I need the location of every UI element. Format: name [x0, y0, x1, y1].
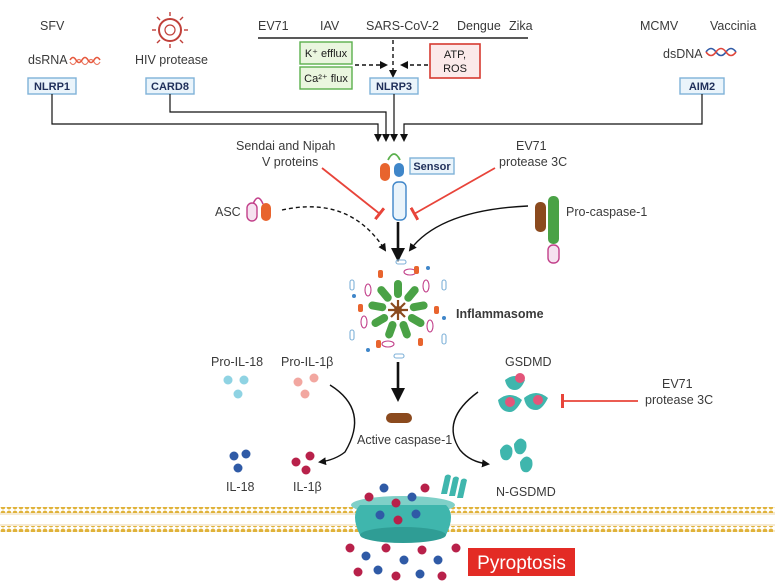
active-caspase-icon	[386, 413, 412, 423]
asc-to-inflammasome-arrow	[281, 206, 387, 252]
pro-il18-icon	[223, 375, 249, 399]
dsdna-label: dsDNA	[663, 47, 703, 61]
ca-flux-box: Ca²⁺ flux	[299, 66, 353, 90]
virus-label-zika: Zika	[509, 19, 533, 33]
asc-protein-icon	[246, 197, 271, 222]
k-efflux-box: K⁺ efflux	[299, 41, 353, 65]
sensor-label-box: Sensor	[409, 157, 455, 175]
virus-label-sars: SARS-CoV-2	[366, 19, 439, 33]
gsdmd-icon	[498, 373, 548, 412]
aim2-connector	[400, 94, 703, 142]
svg-text:CARD8: CARD8	[151, 81, 189, 93]
pro-caspase-icon	[535, 196, 560, 264]
procaspase-to-inflammasome-arrow	[408, 205, 529, 252]
asc-label: ASC	[215, 205, 241, 219]
atp-ros-box: ATP, ROS	[429, 43, 481, 79]
inflammasome-icon	[349, 259, 447, 359]
pro-caspase-label: Pro-caspase-1	[566, 205, 647, 219]
svg-text:Ca²⁺ flux: Ca²⁺ flux	[304, 73, 348, 85]
gsdmd-label: GSDMD	[505, 355, 552, 369]
ev71-top-label-2: protease 3C	[499, 155, 567, 169]
n-gsdmd-label: N-GSDMD	[496, 485, 556, 499]
virus-label-ev71: EV71	[258, 19, 289, 33]
svg-text:Sensor: Sensor	[413, 161, 451, 173]
n-gsdmd-icon	[500, 438, 533, 473]
mcmv-label: MCMV	[640, 19, 679, 33]
nlrp1-connector	[51, 94, 382, 142]
il18-label: IL-18	[226, 480, 255, 494]
released-cytokines	[345, 483, 461, 581]
gsdmd-to-ngsdmd-arrow	[452, 391, 490, 468]
ev71-bot-label-1: EV71	[662, 377, 693, 391]
vaccinia-label: Vaccinia	[710, 19, 756, 33]
pro-il-to-il-arrow	[318, 384, 356, 466]
hiv-virus-icon	[152, 12, 188, 48]
card8-connector	[169, 94, 390, 142]
svg-text:AIM2: AIM2	[689, 81, 715, 93]
svg-text:NLRP1: NLRP1	[34, 81, 70, 93]
inflammasome-label: Inflammasome	[456, 307, 544, 321]
aim2-box: AIM2	[679, 77, 725, 95]
il1b-label: IL-1β	[293, 480, 322, 494]
active-caspase-label: Active caspase-1	[357, 433, 452, 447]
il1b-icon	[291, 451, 315, 475]
sensor-protein-icon	[380, 153, 407, 221]
ev71-top-label-1: EV71	[516, 139, 547, 153]
gsdmd-pore-icon	[351, 474, 467, 543]
il18-icon	[229, 449, 251, 473]
sendai-label-1: Sendai and Nipah	[236, 139, 335, 153]
sendai-inhibit-line	[321, 167, 386, 221]
nlrp3-box: NLRP3	[369, 77, 419, 95]
dsdna-icon	[705, 47, 737, 57]
hiv-protease-label: HIV protease	[135, 53, 208, 67]
dsrna-label: dsRNA	[28, 53, 68, 67]
virus-label-iav: IAV	[320, 19, 340, 33]
svg-text:ROS: ROS	[443, 63, 467, 75]
nlrp1-box: NLRP1	[27, 77, 77, 95]
sfv-label: SFV	[40, 19, 65, 33]
virus-label-dengue: Dengue	[457, 19, 501, 33]
ev71-bot-label-2: protease 3C	[645, 393, 713, 407]
pro-il1b-label: Pro-IL-1β	[281, 355, 333, 369]
svg-text:K⁺ efflux: K⁺ efflux	[305, 48, 348, 60]
pro-il18-label: Pro-IL-18	[211, 355, 263, 369]
dsrna-icon	[69, 56, 101, 64]
card8-box: CARD8	[145, 77, 195, 95]
pyroptosis-box: Pyroptosis	[468, 548, 575, 576]
ev71-top-inhibit-line	[409, 167, 496, 221]
svg-text:ATP,: ATP,	[444, 49, 466, 61]
svg-text:Pyroptosis: Pyroptosis	[477, 553, 566, 574]
sendai-label-2: V proteins	[262, 155, 318, 169]
pro-il1b-icon	[293, 373, 319, 399]
svg-text:NLRP3: NLRP3	[376, 81, 412, 93]
